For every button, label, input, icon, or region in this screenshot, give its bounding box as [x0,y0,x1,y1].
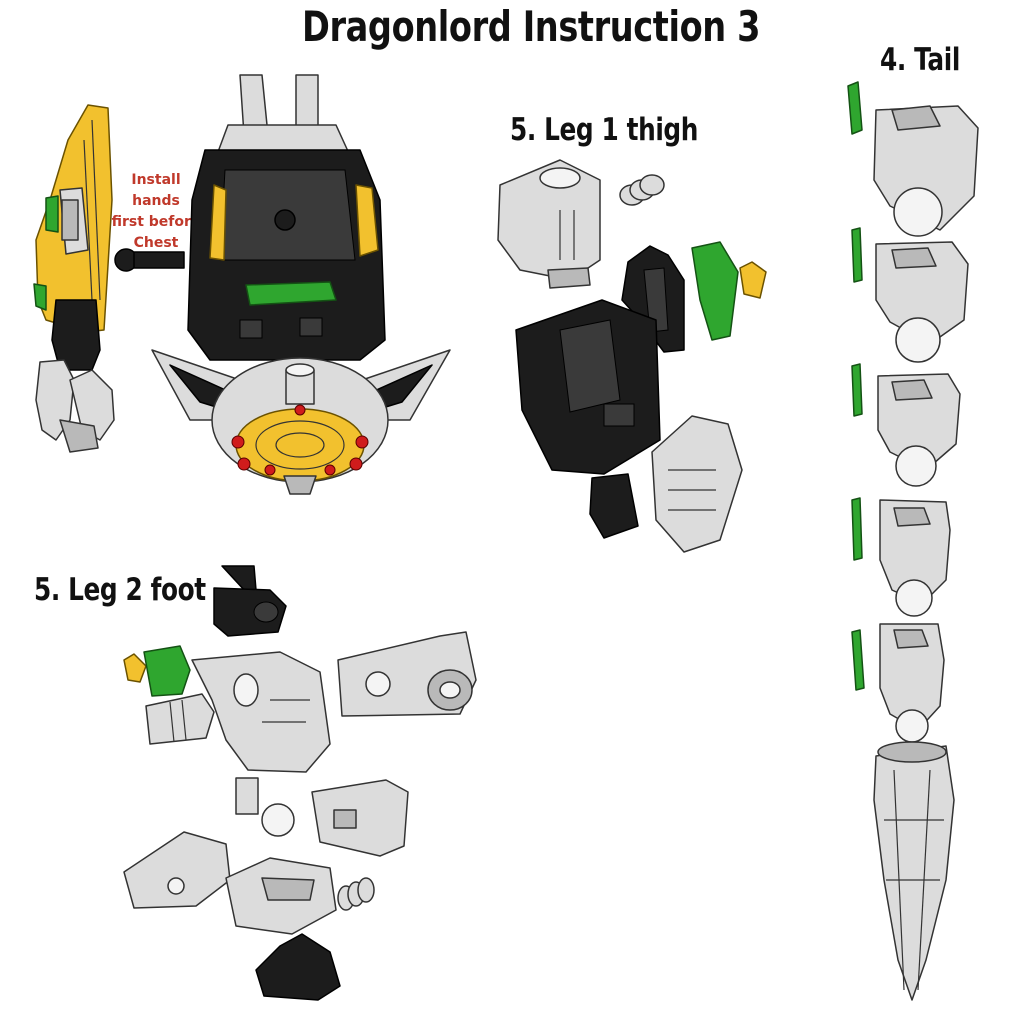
foot-spring [337,877,375,911]
pelvis-assembly [151,349,451,495]
install-note-line: first before [111,214,201,230]
leg-thigh-assembly [497,159,767,553]
install-note-line: Chest [133,235,179,251]
thigh-section-label: 5. Leg 1 thigh [510,112,699,148]
install-note-line: Install hands [131,172,181,209]
tail-section-label: 4. Tail [880,42,960,78]
arm-assembly [33,104,185,453]
foot-section-label: 5. Leg 2 foot [34,572,206,608]
tail-assembly [847,81,979,1001]
page-title: Dragonlord Instruction 3 [302,2,761,51]
leg-foot-assembly [123,565,477,1001]
thigh-spring [619,174,665,206]
chest-assembly [187,74,386,361]
install-note: Install hands first before Chest [108,170,204,254]
